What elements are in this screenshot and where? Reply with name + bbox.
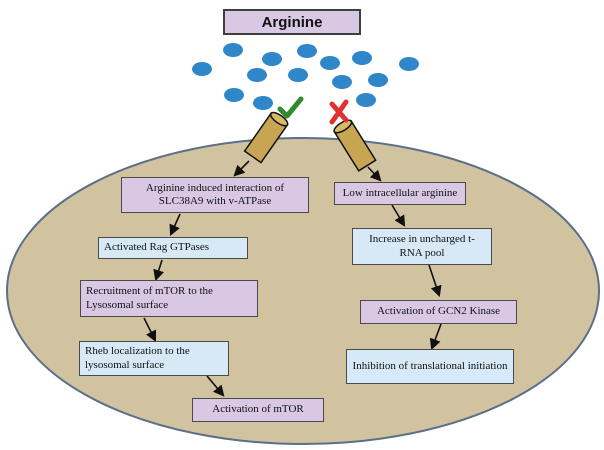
left-step-4: Rheb localization to the lysosomal surfa… [79,341,229,376]
arginine-molecules [192,43,419,110]
arrow-icon [428,264,442,298]
arginine-molecule-icon [288,68,308,82]
right-step-1: Low intracellular arginine [334,182,466,205]
arginine-molecule-icon [192,62,212,76]
arrow-icon [169,213,181,237]
arginine-molecule-icon [332,75,352,89]
arginine-molecule-icon [224,88,244,102]
arrows [143,160,442,397]
arrow-icon [143,317,157,343]
check-icon [277,96,304,119]
arginine-molecule-icon [356,93,376,107]
arginine-molecule-icon [352,51,372,65]
left-step-5: Activation of mTOR [192,398,324,422]
arrow-icon [429,323,442,351]
transporter-end [333,119,353,134]
arrow-icon [153,259,165,282]
arginine-molecule-icon [223,43,243,57]
transporter-left [243,111,289,164]
right-step-2: Increase in uncharged t-RNA pool [352,228,492,265]
arrow-icon [367,166,382,182]
left-step-2: Activated Rag GTPases [98,237,248,259]
right-step-3: Activation of GCN2 Kinase [360,300,517,324]
arginine-molecule-icon [247,68,267,82]
transporter-right [333,119,377,172]
right-step-4: Inhibition of translational initiation [346,349,514,384]
cross-icon [329,99,349,125]
arginine-molecule-icon [399,57,419,71]
transporter-end [269,111,289,127]
left-step-1: Arginine induced interaction of SLC38A9 … [121,177,309,213]
arginine-molecule-icon [368,73,388,87]
title-box: Arginine [223,9,361,35]
arginine-molecule-icon [297,44,317,58]
arginine-molecule-icon [253,96,273,110]
arrow-icon [391,204,406,227]
arrow-icon [206,375,225,397]
arrow-icon [233,160,250,177]
arginine-molecule-icon [262,52,282,66]
arginine-molecule-icon [320,56,340,70]
left-step-3: Recruitment of mTOR to the Lysosomal sur… [80,280,258,317]
